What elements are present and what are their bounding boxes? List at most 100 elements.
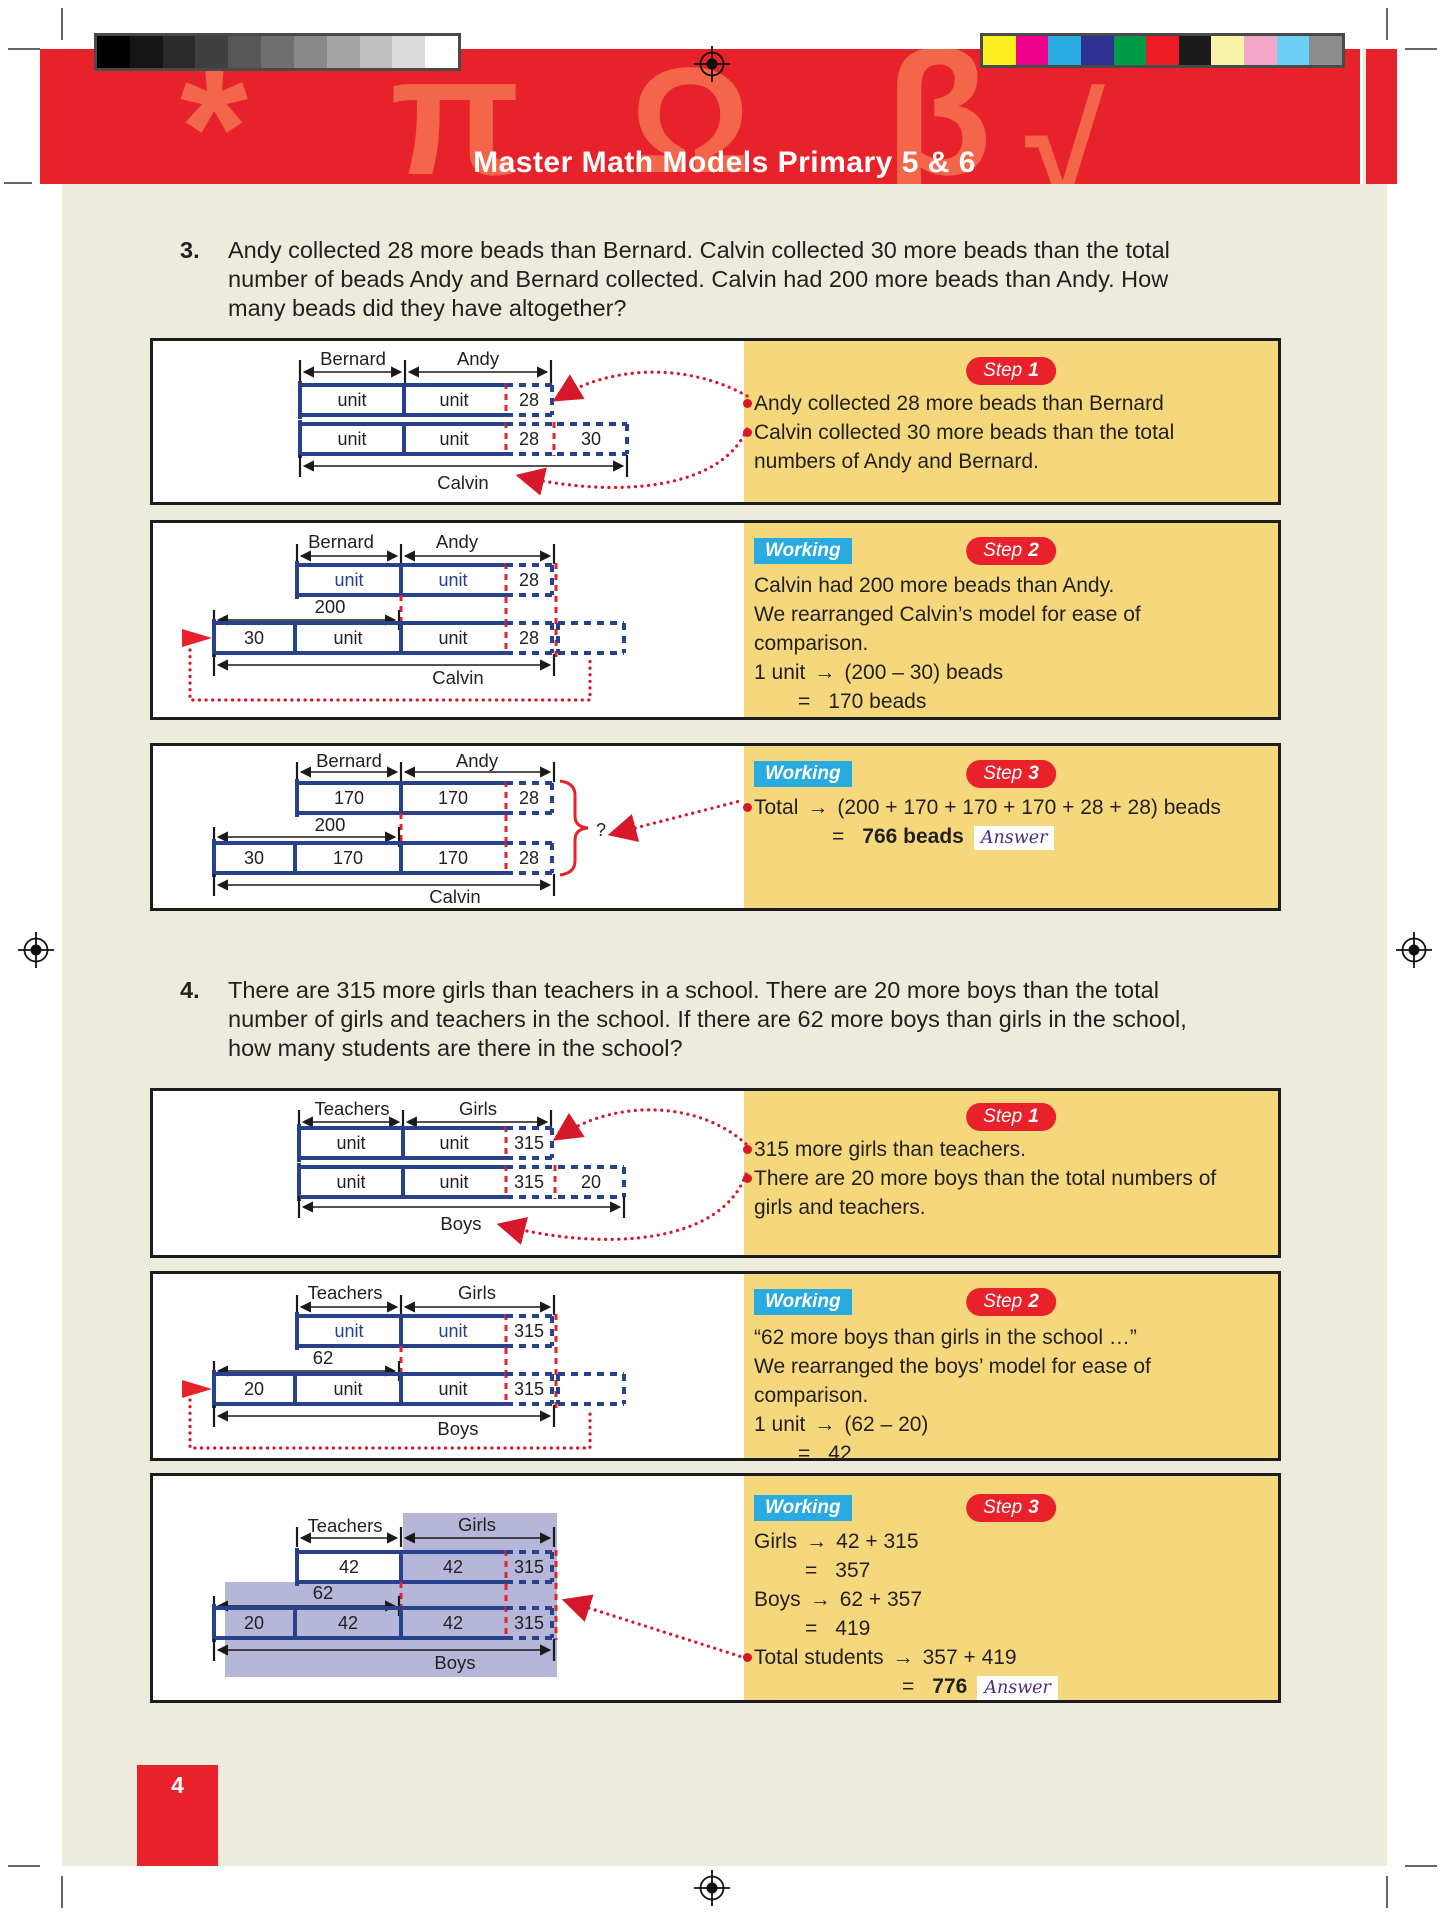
gray-swatch <box>425 36 458 68</box>
working-result: 170 beads <box>828 690 927 713</box>
color-swatch <box>1015 36 1049 65</box>
arrow-glyph: → <box>814 1413 836 1436</box>
color-swatch <box>1178 36 1212 65</box>
working-line: “62 more boys than girls in the school …… <box>754 1326 1137 1349</box>
explanation-line: There are 20 more boys than the total nu… <box>754 1167 1217 1190</box>
arrow-glyph: → <box>807 796 829 819</box>
gray-swatch <box>359 36 393 68</box>
working-line: 62 + 357 <box>839 1588 923 1611</box>
page-number-box: 4 <box>137 1765 218 1866</box>
answer-chip: Answer <box>973 826 1055 850</box>
working-line: 1 unit <box>754 661 806 684</box>
working-line: (200 – 30) beads <box>844 661 1004 684</box>
explanation-line: 315 more girls than teachers. <box>754 1138 1026 1161</box>
question-number: 3. <box>180 237 200 263</box>
answer-chip: Answer <box>977 1676 1058 1700</box>
working-result: 357 <box>835 1559 871 1582</box>
equals-sign: = <box>902 1675 915 1698</box>
working-line: (200 + 170 + 170 + 170 + 28 + 28) beads <box>837 796 1221 819</box>
color-swatch <box>1113 36 1147 65</box>
red-dot <box>743 1145 752 1154</box>
step-word: Step <box>983 1106 1023 1127</box>
equals-sign: = <box>805 1617 818 1640</box>
red-dot <box>743 803 752 812</box>
working-line: Total <box>754 796 799 819</box>
step-word: Step <box>983 763 1023 784</box>
page-title: Master Math Models Primary 5 & 6 <box>473 146 976 179</box>
color-swatch <box>1276 36 1310 65</box>
step-word: Step <box>983 1291 1023 1312</box>
color-swatch <box>1309 36 1343 65</box>
equals-sign: = <box>805 1559 818 1582</box>
question-4: 4. There are 315 more girls than teacher… <box>180 976 1300 1063</box>
explanation-line: numbers of Andy and Bernard. <box>754 450 1039 473</box>
working-result: 419 <box>835 1617 871 1640</box>
gray-swatch <box>293 36 327 68</box>
working-line: comparison. <box>754 632 869 655</box>
working-result: 42 <box>828 1442 852 1465</box>
working-badge: Working <box>754 761 852 787</box>
working-line: Girls <box>754 1530 798 1553</box>
working-line: Total students <box>754 1646 884 1669</box>
step-number: 2 <box>1028 540 1039 561</box>
working-line: 1 unit <box>754 1413 806 1436</box>
grayscale-calibration-bar <box>94 33 461 71</box>
gray-swatch <box>195 36 229 68</box>
step-number: 1 <box>1028 360 1039 381</box>
registration-mark-bottom <box>694 1870 730 1906</box>
question-text-line: Andy collected 28 more beads than Bernar… <box>228 237 1170 263</box>
color-swatch <box>1244 36 1277 65</box>
explanation-line: Calvin collected 30 more beads than the … <box>754 421 1175 444</box>
equals-sign: = <box>798 690 811 713</box>
red-dot <box>743 1653 752 1662</box>
question-text-line: There are 315 more girls than teachers i… <box>228 977 1159 1003</box>
question-3: 3. Andy collected 28 more beads than Ber… <box>180 236 1300 323</box>
step-word: Step <box>983 540 1023 561</box>
color-swatch <box>983 36 1016 65</box>
gray-swatch <box>228 36 262 68</box>
registration-mark-left <box>18 932 54 968</box>
color-swatch <box>1211 36 1245 65</box>
red-dot <box>743 399 752 408</box>
answer-value: 766 beads <box>862 825 964 848</box>
arrow-glyph: → <box>814 661 836 684</box>
gray-swatch <box>97 36 130 68</box>
step-number: 3 <box>1028 763 1039 784</box>
gray-swatch <box>162 36 196 68</box>
arrow-glyph: → <box>806 1530 828 1553</box>
arrow-glyph: → <box>809 1588 831 1611</box>
question-text-line: how many students are there in the schoo… <box>228 1035 683 1061</box>
working-line: Boys <box>754 1588 801 1611</box>
working-badge: Working <box>754 538 852 564</box>
question-text-line: many beads did they have altogether? <box>228 295 627 321</box>
red-dot <box>743 1174 752 1183</box>
page-number: 4 <box>171 1772 184 1798</box>
step-number: 2 <box>1028 1291 1039 1312</box>
working-line: (62 – 20) <box>844 1413 929 1436</box>
answer-value: 776 <box>932 1675 968 1698</box>
color-swatch <box>1048 36 1081 65</box>
equals-sign: = <box>832 825 845 848</box>
working-line: Calvin had 200 more beads than Andy. <box>754 574 1115 597</box>
gray-swatch <box>129 36 163 68</box>
working-line: comparison. <box>754 1384 869 1407</box>
working-badge: Working <box>754 1289 852 1315</box>
gray-swatch <box>261 36 294 68</box>
working-line: 357 + 419 <box>922 1646 1017 1669</box>
step-number: 1 <box>1028 1106 1039 1127</box>
question-text-line: number of girls and teachers in the scho… <box>228 1006 1187 1032</box>
color-calibration-bar <box>980 33 1345 68</box>
question-text-line: number of beads Andy and Bernard collect… <box>228 266 1169 292</box>
equals-sign: = <box>798 1442 811 1465</box>
